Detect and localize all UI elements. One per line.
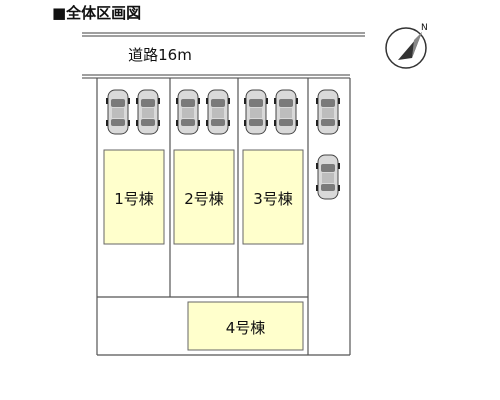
building-3-label: 3号棟 xyxy=(253,190,293,208)
road-label: 道路16m xyxy=(128,46,192,64)
car-icon xyxy=(205,89,231,135)
compass-icon: N xyxy=(385,23,428,69)
building-2-label: 2号棟 xyxy=(184,190,224,208)
car-icon xyxy=(105,89,131,135)
car-icon xyxy=(315,154,341,200)
lot-boundaries xyxy=(96,78,351,356)
building-1 xyxy=(103,149,165,245)
page-title: ■全体区画図 xyxy=(52,4,142,22)
car-icon xyxy=(135,89,161,135)
building-1-label: 1号棟 xyxy=(114,190,154,208)
building-3 xyxy=(242,149,304,245)
building-2 xyxy=(173,149,235,245)
car-icon xyxy=(273,89,299,135)
road-lines xyxy=(82,32,365,79)
car-icon xyxy=(315,89,341,135)
north-mark: N xyxy=(421,23,428,33)
car-icon xyxy=(175,89,201,135)
building-4 xyxy=(187,301,304,351)
building-4-label: 4号棟 xyxy=(225,319,266,337)
car-icon xyxy=(243,89,269,135)
